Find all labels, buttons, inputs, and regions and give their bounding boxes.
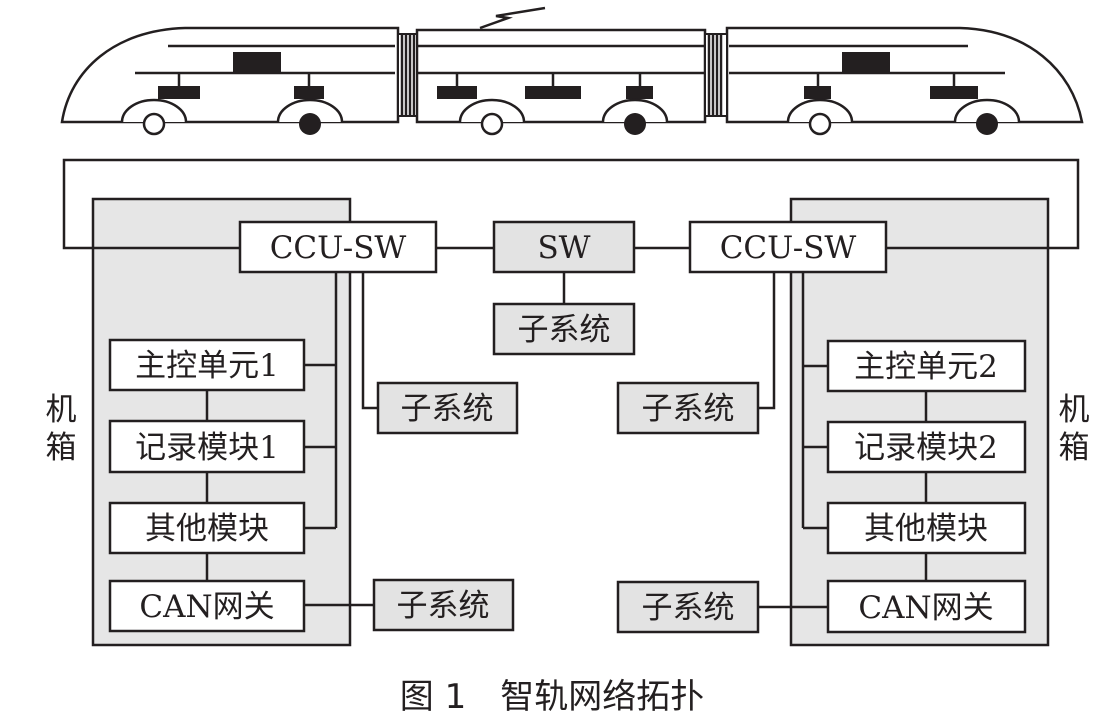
ccu-sw-right-node: CCU-SW bbox=[688, 220, 888, 274]
subsystem-center-label: 子系统 bbox=[518, 312, 611, 348]
module-main-control-2-label: 主控单元2 bbox=[854, 349, 998, 385]
subsystem-left-upper-label: 子系统 bbox=[401, 391, 494, 427]
module-other-right-label: 其他模块 bbox=[864, 511, 988, 547]
sw-node: SW bbox=[492, 220, 636, 274]
module-recorder-2-label: 记录模块2 bbox=[854, 430, 998, 466]
module-box bbox=[826, 501, 1027, 555]
subsystem-center-node: 子系统 bbox=[492, 302, 636, 356]
train-car-left bbox=[60, 26, 400, 124]
cabinet-right-label: 机箱 bbox=[1059, 392, 1090, 466]
gangway-right bbox=[704, 33, 728, 117]
module-main-control-1-label: 主控单元1 bbox=[135, 348, 279, 384]
wheel-icon bbox=[480, 112, 504, 136]
wheel-icon bbox=[808, 112, 832, 136]
sw-label: SW bbox=[537, 230, 590, 266]
module-other-left-label: 其他模块 bbox=[145, 511, 269, 547]
module-box bbox=[108, 419, 306, 474]
pantograph bbox=[479, 6, 546, 30]
subsystem-right-upper-label: 子系统 bbox=[642, 391, 735, 427]
ccu-sw-left-label: CCU-SW bbox=[270, 230, 407, 266]
subsystem-right-lower-label: 子系统 bbox=[642, 590, 735, 626]
module-box bbox=[826, 579, 1027, 634]
module-can-gateway-right-label: CAN网关 bbox=[858, 590, 993, 626]
ccu-sw-right-label: CCU-SW bbox=[720, 230, 857, 266]
module-box bbox=[826, 420, 1027, 474]
subsystem-right-lower-node: 子系统 bbox=[616, 580, 760, 634]
cabinet-right-modules: 主控单元2 记录模块2 其他模块 CAN网关 bbox=[826, 339, 1027, 634]
module-box bbox=[108, 579, 306, 633]
module-recorder-1-label: 记录模块1 bbox=[135, 430, 279, 466]
ccu-sw-left-node: CCU-SW bbox=[238, 220, 438, 274]
gangway-left bbox=[397, 33, 418, 117]
train-car-right bbox=[725, 26, 1084, 124]
module-box bbox=[826, 339, 1027, 393]
wheel-icon bbox=[624, 113, 646, 135]
cabinet-left-label: 机箱 bbox=[46, 392, 77, 466]
wheel-icon bbox=[299, 113, 321, 135]
module-can-gateway-left-label: CAN网关 bbox=[139, 589, 274, 625]
module-box bbox=[108, 501, 306, 555]
figure-caption: 图 1 智轨网络拓扑 bbox=[400, 677, 704, 717]
subsystem-left-lower-label: 子系统 bbox=[397, 588, 490, 624]
wheel-icon bbox=[142, 112, 166, 136]
subsystem-left-lower-node: 子系统 bbox=[372, 578, 515, 632]
train-illustration bbox=[60, 6, 1084, 136]
subsystem-left-upper-node: 子系统 bbox=[376, 381, 519, 435]
cabinet-left-modules: 主控单元1 记录模块1 其他模块 CAN网关 bbox=[108, 338, 306, 633]
wheel-icon bbox=[976, 113, 998, 135]
subsystem-right-upper-node: 子系统 bbox=[616, 381, 760, 435]
connection-lines bbox=[62, 158, 1080, 609]
module-box bbox=[108, 338, 306, 392]
